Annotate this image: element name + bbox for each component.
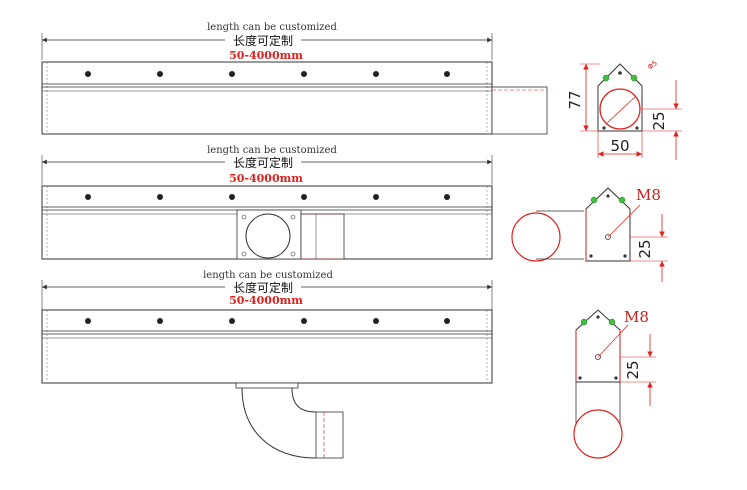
blade-body-3 bbox=[41, 309, 493, 384]
outlet-dim-1: 25 bbox=[650, 111, 668, 130]
thread-label-2: M8 bbox=[636, 186, 661, 204]
outlet-dim-3: 25 bbox=[624, 360, 642, 379]
length-label-en-2: length can be customized bbox=[207, 145, 337, 156]
side-air-inlet-1 bbox=[491, 86, 548, 135]
length-range-1: 50-4000mm bbox=[229, 49, 303, 62]
side-view-2: length can be customized 长度可定制 50-4000mm bbox=[41, 145, 493, 260]
length-label-en-1: length can be customized bbox=[207, 22, 337, 33]
hole-dia-label-1: Φ5 bbox=[646, 59, 659, 72]
mounting-bolts-3 bbox=[85, 318, 450, 324]
side-view-1: length can be customized 长度可定制 50-4000mm bbox=[41, 22, 548, 135]
length-label-cn-3: 长度可定制 bbox=[233, 280, 293, 295]
height-dim-1: 77 bbox=[566, 90, 584, 109]
mounting-bolts-2 bbox=[85, 194, 450, 200]
cross-section-3: M8 25 bbox=[573, 308, 656, 459]
thread-label-3: M8 bbox=[624, 308, 649, 326]
length-range-3: 50-4000mm bbox=[229, 294, 303, 307]
mounting-bolts-1 bbox=[85, 71, 450, 77]
length-range-2: 50-4000mm bbox=[229, 172, 303, 185]
center-air-inlet-2 bbox=[236, 209, 345, 260]
side-view-3: length can be customized 长度可定制 50-4000mm bbox=[41, 270, 493, 459]
width-dim-1: 50 bbox=[610, 137, 629, 155]
blade-body-1 bbox=[41, 61, 493, 135]
length-label-en-3: length can be customized bbox=[203, 270, 333, 281]
length-label-cn-1: 长度可定制 bbox=[233, 33, 293, 48]
cross-section-2: M8 25 bbox=[511, 186, 668, 282]
length-label-cn-2: 长度可定制 bbox=[233, 155, 293, 170]
outlet-dim-2: 25 bbox=[636, 239, 654, 258]
cross-section-1: Φ5 77 50 25 bbox=[566, 59, 682, 160]
bottom-elbow-inlet-3 bbox=[235, 382, 344, 459]
